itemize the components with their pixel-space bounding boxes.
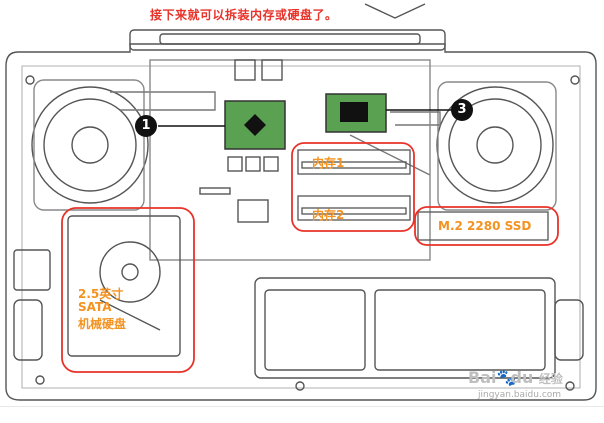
hdd-drive	[67, 215, 181, 357]
hdd-label-type: 机械硬盘	[78, 317, 127, 331]
battery-area	[254, 277, 556, 379]
marker-3: 3	[451, 99, 473, 121]
ssd-label: M.2 2280 SSD	[438, 219, 532, 233]
hinge-bar	[129, 29, 446, 51]
top-hinge	[364, 3, 426, 19]
left-speaker	[13, 299, 43, 361]
left-fan	[31, 79, 149, 211]
memory-slot-2	[297, 195, 411, 221]
memory-1-label: 内存1	[312, 156, 345, 170]
right-speaker	[554, 299, 584, 361]
chip-1	[224, 100, 286, 150]
ssd-slot	[417, 211, 549, 241]
memory-highlight	[291, 142, 415, 232]
watermark-url: jingyan.baidu.com	[478, 390, 562, 400]
chip-3	[325, 93, 387, 133]
heat-pipe	[110, 91, 216, 111]
hdd-label-size: 2.5英寸	[78, 287, 124, 301]
motherboard	[149, 59, 431, 261]
paw-icon: 🐾	[496, 368, 517, 387]
watermark-logo: Bai🐾du 经验	[468, 368, 563, 387]
watermark-brand2: du	[510, 368, 534, 387]
marker-1: 1	[135, 115, 157, 137]
ssd-highlight	[414, 206, 559, 246]
caption: 接下来就可以拆装内存或硬盘了。	[150, 8, 338, 22]
chassis-outline	[5, 43, 597, 401]
memory-slot-1	[297, 149, 411, 175]
bottom-strip	[0, 406, 604, 423]
right-fan	[436, 81, 557, 211]
watermark-brand: Bai	[468, 368, 497, 387]
hdd-highlight	[61, 207, 195, 373]
hdd-label-interface: SATA	[78, 300, 112, 314]
watermark-suffix: 经验	[538, 372, 563, 386]
memory-2-label: 内存2	[312, 208, 345, 222]
